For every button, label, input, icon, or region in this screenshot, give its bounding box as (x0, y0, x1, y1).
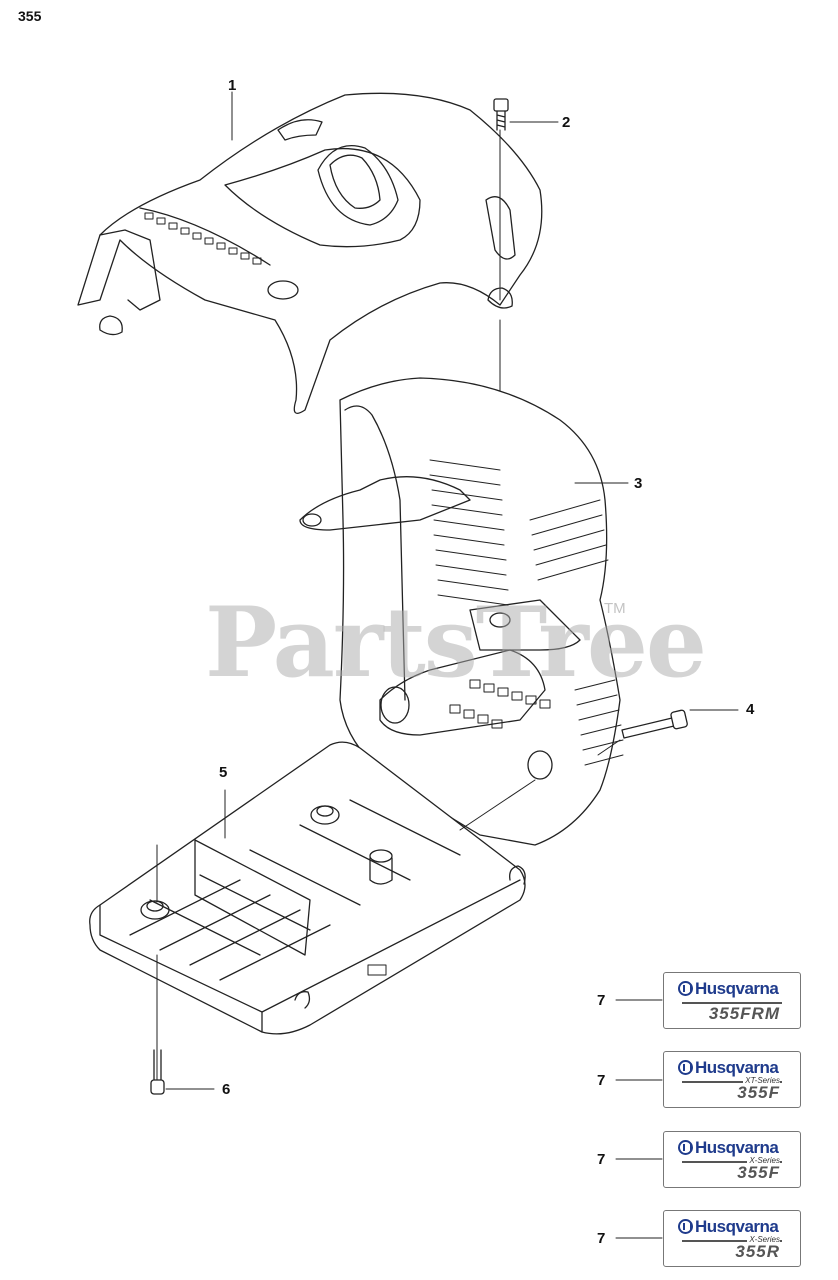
callout-6: 6 (222, 1081, 231, 1098)
decal-model: 355R (735, 1242, 780, 1261)
husqvarna-crown-icon (678, 1060, 693, 1075)
callout-3: 3 (634, 475, 643, 492)
callout-7: 7 (597, 1230, 606, 1247)
callout-5: 5 (219, 764, 228, 781)
decal-model: 355F (737, 1163, 780, 1182)
callout-4: 4 (746, 701, 755, 718)
callout-7: 7 (597, 1151, 606, 1168)
part-4-screw (597, 709, 739, 756)
brand-text: Husqvarna (695, 979, 779, 998)
brand-text: Husqvarna (695, 1217, 779, 1236)
decal-rule (682, 1240, 782, 1242)
part-7-leaders (615, 999, 663, 1239)
decal-model: 355F (737, 1083, 780, 1102)
brand-logo: Husqvarna (678, 1217, 779, 1237)
decal-rule (682, 1081, 782, 1083)
husqvarna-crown-icon (678, 981, 693, 996)
husqvarna-crown-icon (678, 1219, 693, 1234)
watermark-tm: TM (604, 600, 626, 617)
brand-text: Husqvarna (695, 1058, 779, 1077)
husqvarna-crown-icon (678, 1140, 693, 1155)
decal-355f-xt: Husqvarna XT-Series 355F (663, 1051, 801, 1108)
decal-series: X-Series (747, 1235, 780, 1244)
decal-series: XT-Series (743, 1076, 780, 1085)
part-1-top-cover (77, 92, 543, 414)
part-5-bottom-plate (89, 741, 536, 1035)
watermark: PartsTree (205, 586, 707, 699)
page-number: 355 (18, 8, 42, 24)
decal-model: 355FRM (708, 1004, 780, 1023)
decal-series: X-Series (747, 1156, 780, 1165)
brand-logo: Husqvarna (678, 979, 779, 999)
callout-2: 2 (562, 114, 571, 131)
callout-7: 7 (597, 992, 606, 1009)
brand-text: Husqvarna (695, 1138, 779, 1157)
decal-355f-x: Husqvarna X-Series 355F (663, 1131, 801, 1188)
brand-logo: Husqvarna (678, 1138, 779, 1158)
callout-1: 1 (228, 77, 237, 94)
decal-rule (682, 1002, 782, 1004)
part-3-housing (299, 377, 629, 846)
callout-7: 7 (597, 1072, 606, 1089)
part-6-screw (150, 844, 215, 1095)
decal-355frm: Husqvarna 355FRM (663, 972, 801, 1029)
decal-rule (682, 1161, 782, 1163)
decal-355r-x: Husqvarna X-Series 355R (663, 1210, 801, 1267)
brand-logo: Husqvarna (678, 1058, 779, 1078)
